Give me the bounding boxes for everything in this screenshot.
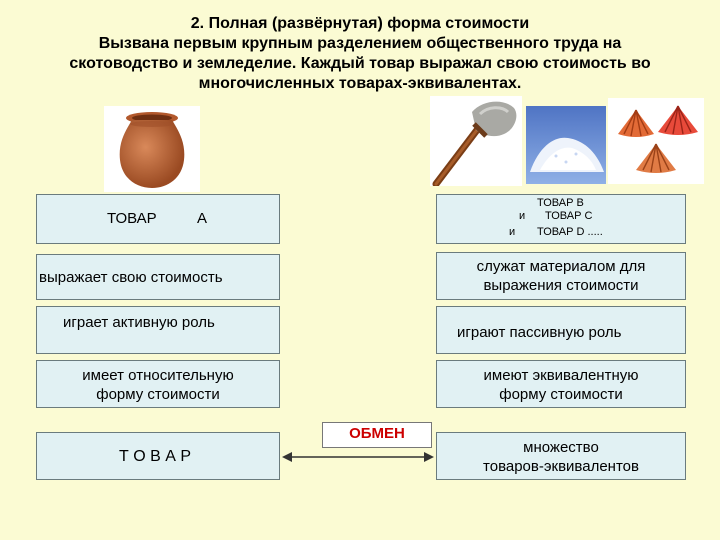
exchange-label: ОБМЕН [322, 422, 432, 448]
